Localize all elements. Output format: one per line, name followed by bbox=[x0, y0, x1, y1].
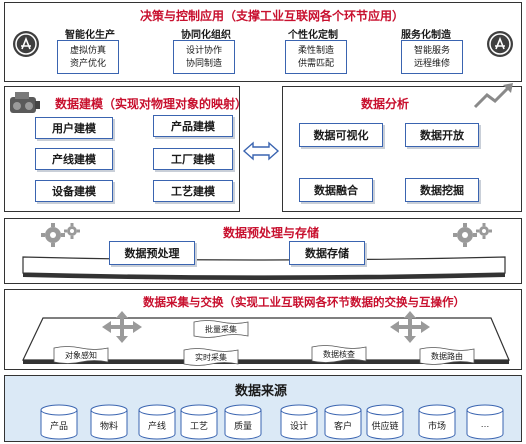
model-box-process: 工艺建模 bbox=[153, 180, 233, 202]
flag-object-sensing: 对象感知 bbox=[65, 350, 97, 360]
flag-shape bbox=[193, 320, 249, 343]
group-item: 设计协作 bbox=[185, 45, 222, 55]
flag-shape bbox=[311, 345, 367, 368]
cylinder-icon bbox=[138, 404, 176, 440]
source-label: 客户 bbox=[333, 421, 352, 431]
source-cylinder-design: 设计 bbox=[279, 404, 319, 440]
flag-shape bbox=[183, 348, 239, 371]
group-item: 虚拟仿真 bbox=[69, 45, 106, 55]
model-box-user: 用户建模 bbox=[35, 117, 113, 139]
group-cell-collaboration: 设计协作 协同制造 bbox=[173, 40, 235, 74]
cylinder-icon bbox=[366, 404, 404, 440]
sources-title: 数据来源 bbox=[235, 383, 288, 398]
source-cylinder-customer: 客户 bbox=[323, 404, 363, 440]
engine-icon bbox=[7, 89, 41, 124]
source-cylinder-product: 产品 bbox=[39, 404, 79, 440]
group-title-customization: 个性化定制 bbox=[288, 30, 338, 41]
source-cylinder-process: 工艺 bbox=[179, 404, 219, 440]
flag-batch-collect: 批量采集 bbox=[205, 324, 237, 334]
source-label: 质量 bbox=[233, 421, 252, 431]
cylinder-icon bbox=[466, 404, 504, 440]
model-box-product: 产品建模 bbox=[153, 115, 233, 137]
flag-shape bbox=[53, 346, 109, 369]
collection-title: 数据采集与交换（实现工业互联网各环节数据的交换与互操作） bbox=[143, 297, 465, 309]
source-cylinder-supply-chain: 供应链 bbox=[365, 404, 405, 440]
cylinder-icon bbox=[280, 404, 318, 440]
source-cylinder-material: 物料 bbox=[89, 404, 129, 440]
cylinder-icon bbox=[90, 404, 128, 440]
group-item: 资产优化 bbox=[69, 58, 106, 68]
analysis-box-fusion: 数据融合 bbox=[299, 178, 373, 202]
flag-data-routing: 数据路由 bbox=[431, 351, 463, 361]
bidirectional-arrow-icon bbox=[242, 141, 280, 166]
flag-shape bbox=[419, 347, 475, 370]
analysis-box-mining: 数据挖掘 bbox=[405, 178, 479, 202]
group-cell-smart-production: 虚拟仿真 资产优化 bbox=[57, 40, 119, 74]
analysis-box-open: 数据开放 bbox=[405, 123, 479, 147]
group-item: 远程维修 bbox=[413, 58, 450, 68]
analysis-box-visualization: 数据可视化 bbox=[299, 123, 383, 147]
app-store-icon-left bbox=[13, 31, 39, 57]
group-item: 柔性制造 bbox=[297, 45, 334, 55]
cylinder-icon bbox=[224, 404, 262, 440]
decision-panel: 决策与控制应用（支撑工业互联网各个环节应用） 智能化生产 虚拟仿真 资产优化 协… bbox=[4, 2, 522, 82]
preprocess-box: 数据预处理 bbox=[109, 241, 195, 265]
sources-panel: 数据来源 产品 物料 产线 工艺 质量 设计 客户 供应链 市场 … bbox=[4, 375, 522, 442]
model-box-line: 产线建模 bbox=[35, 148, 113, 170]
source-label: 物料 bbox=[99, 421, 118, 431]
trend-up-icon bbox=[473, 81, 519, 116]
preprocess-panel: 数据预处理与存储 bbox=[4, 218, 522, 284]
modeling-panel: 数据建模（实现对物理对象的映射） 用户建模 产品建模 产线建模 工厂建模 设备建… bbox=[4, 86, 247, 212]
source-label: … bbox=[480, 419, 490, 429]
source-label: 产线 bbox=[147, 421, 166, 431]
move-arrows-icon-right bbox=[389, 310, 431, 349]
gear-icon-left bbox=[41, 221, 83, 254]
storage-box: 数据存储 bbox=[289, 241, 365, 265]
preprocess-title: 数据预处理与存储 bbox=[223, 226, 320, 240]
gear-icon-right bbox=[453, 221, 495, 254]
cylinder-icon bbox=[180, 404, 218, 440]
group-title-smart-production: 智能化生产 bbox=[65, 30, 115, 41]
decision-title: 决策与控制应用（支撑工业互联网各个环节应用） bbox=[140, 9, 405, 23]
group-title-service: 服务化制造 bbox=[401, 30, 451, 41]
source-cylinder-more: … bbox=[465, 404, 505, 440]
cylinder-icon bbox=[40, 404, 78, 440]
modeling-title: 数据建模（实现对物理对象的映射） bbox=[55, 97, 248, 111]
model-box-device: 设备建模 bbox=[35, 180, 113, 202]
source-label: 设计 bbox=[289, 421, 308, 431]
platform-surface bbox=[13, 312, 515, 373]
group-title-collaboration: 协同化组织 bbox=[181, 30, 231, 41]
flag-realtime-collect: 实时采集 bbox=[195, 352, 227, 362]
cylinder-icon bbox=[418, 404, 456, 440]
source-cylinder-line: 产线 bbox=[137, 404, 177, 440]
group-cell-service: 智能服务 远程维修 bbox=[401, 40, 463, 74]
source-label: 产品 bbox=[49, 421, 68, 431]
group-cell-customization: 柔性制造 供需匹配 bbox=[285, 40, 347, 74]
group-item: 协同制造 bbox=[185, 58, 222, 68]
source-label: 市场 bbox=[427, 421, 446, 431]
conveyor-belt bbox=[17, 253, 511, 286]
source-label: 供应链 bbox=[371, 421, 399, 431]
cylinder-icon bbox=[324, 404, 362, 440]
app-store-icon-right bbox=[487, 31, 513, 57]
source-cylinder-market: 市场 bbox=[417, 404, 457, 440]
analysis-panel: 数据分析 数据可视化 数据开放 数据融合 数据挖掘 bbox=[282, 83, 522, 212]
move-arrows-icon-left bbox=[101, 310, 143, 349]
source-label: 工艺 bbox=[189, 421, 208, 431]
analysis-title: 数据分析 bbox=[361, 97, 410, 111]
source-cylinder-quality: 质量 bbox=[223, 404, 263, 440]
group-item: 供需匹配 bbox=[297, 58, 334, 68]
model-box-factory: 工厂建模 bbox=[153, 148, 233, 170]
flag-data-check: 数据核查 bbox=[323, 349, 355, 359]
collection-panel: 数据采集与交换（实现工业互联网各环节数据的交换与互操作） 对象感知 批量采集 实… bbox=[4, 289, 522, 370]
group-item: 智能服务 bbox=[413, 45, 450, 55]
